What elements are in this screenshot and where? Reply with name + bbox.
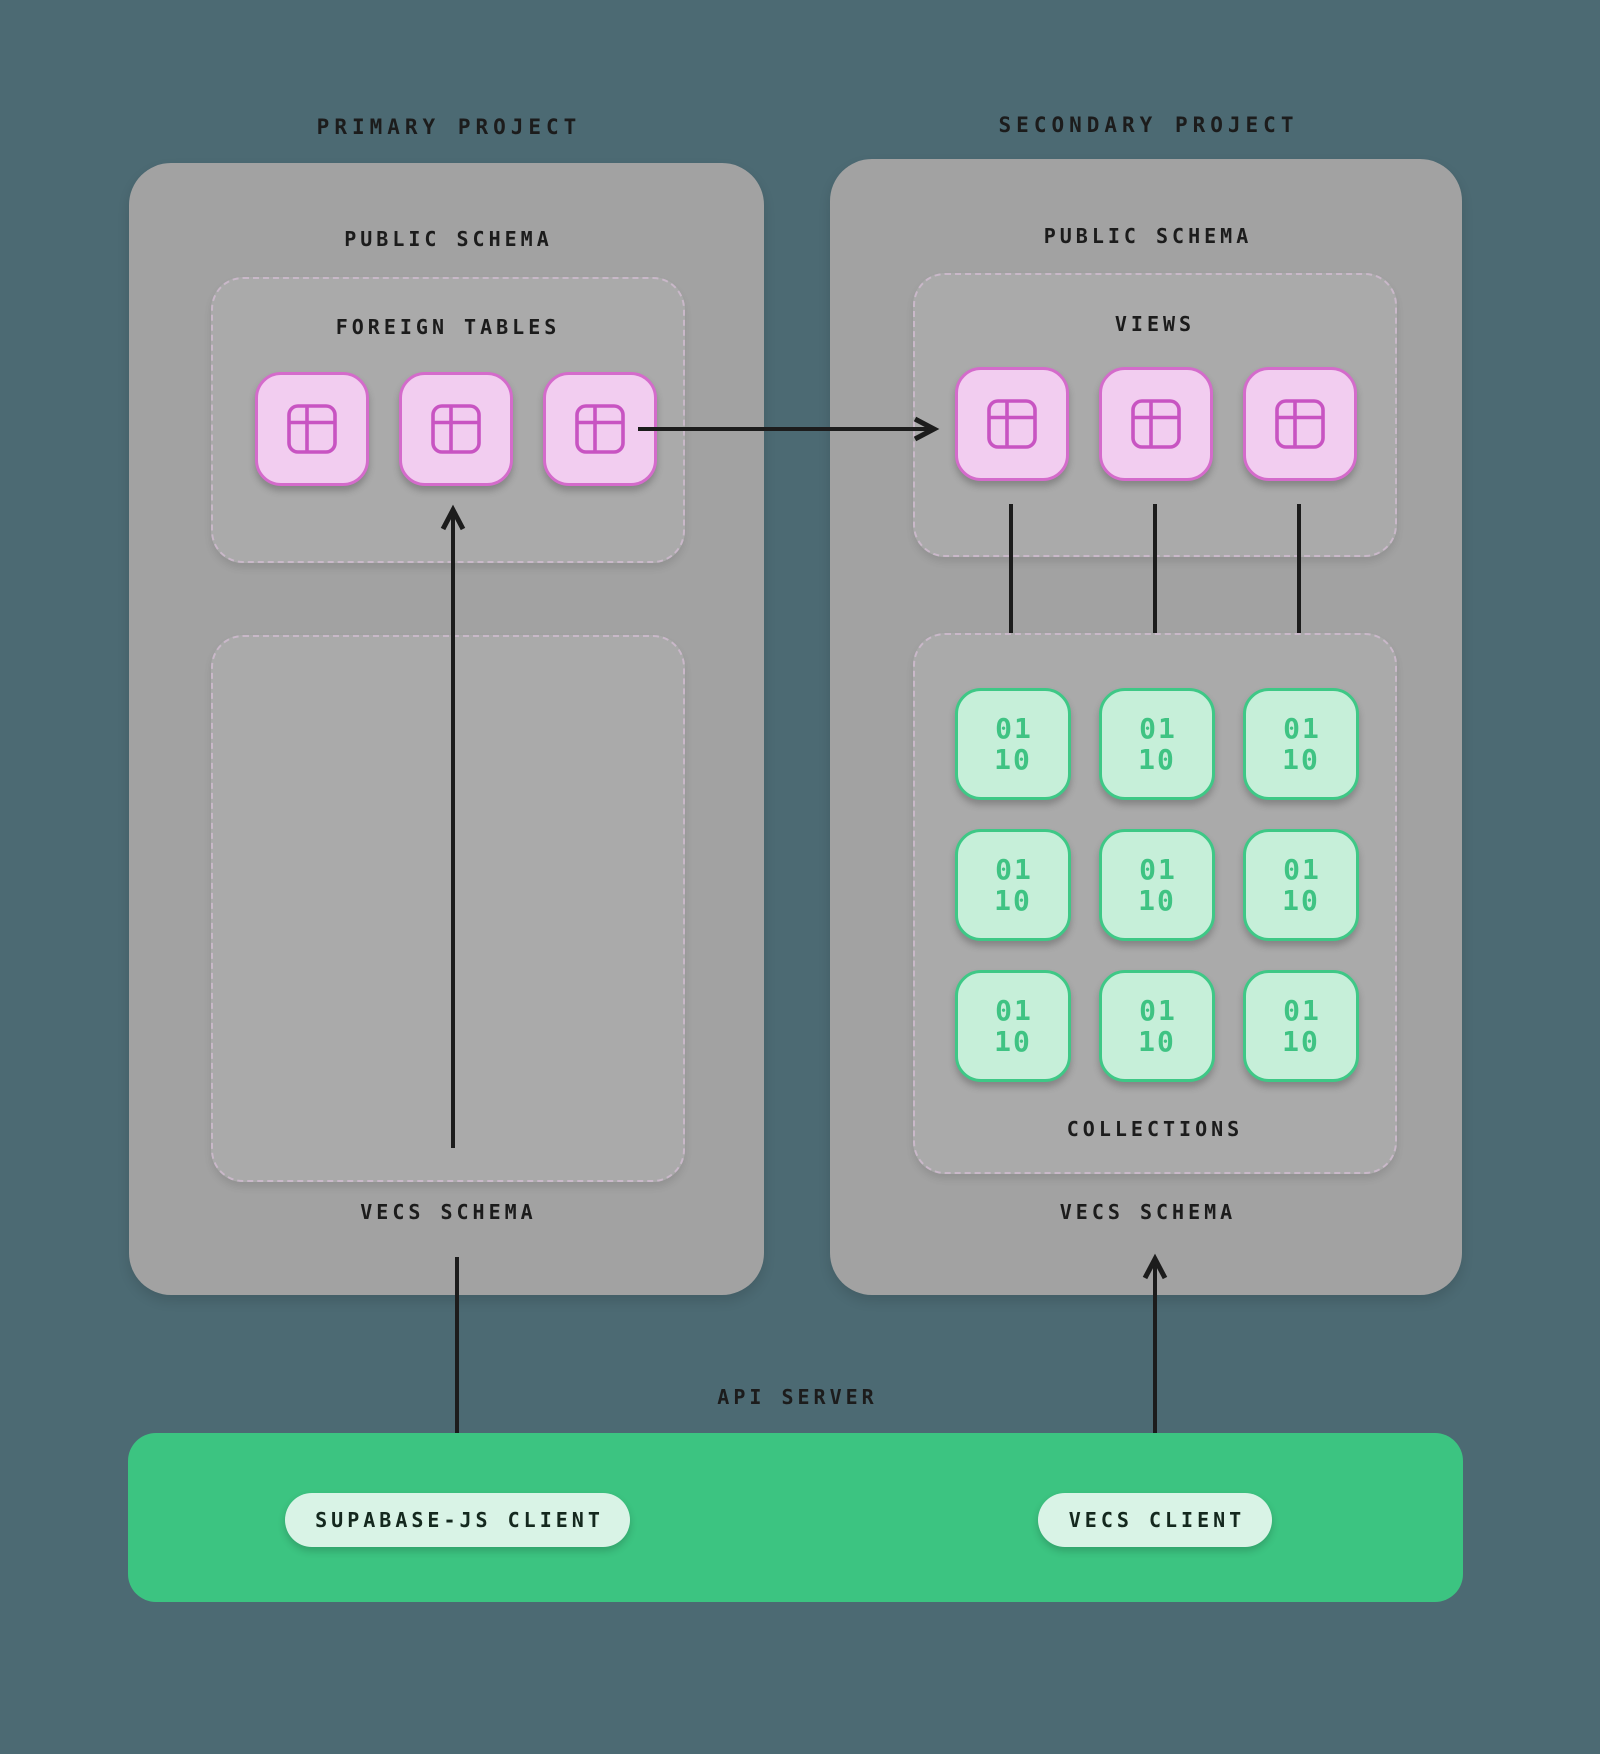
views-label: VIEWS <box>1114 312 1196 336</box>
collections-label: COLLECTIONS <box>1066 1117 1244 1141</box>
view-tile <box>1243 367 1357 481</box>
table-icon <box>287 404 337 454</box>
table-icon <box>575 404 625 454</box>
foreign-table-tile <box>399 372 513 486</box>
foreign-tables-label: FOREIGN TABLES <box>335 315 561 339</box>
supabase-js-client-pill: SUPABASE-JS CLIENT <box>285 1493 630 1547</box>
vecs-client-label: VECS CLIENT <box>1068 1508 1246 1532</box>
vecs-schema-label-secondary: VECS SCHEMA <box>1059 1200 1237 1224</box>
vecs-to-foreign-tables-arrow <box>440 504 466 1148</box>
table-icon <box>1131 399 1181 449</box>
table-icon <box>987 399 1037 449</box>
view-tile <box>1099 367 1213 481</box>
public-schema-label-secondary: PUBLIC SCHEMA <box>1043 224 1253 248</box>
foreign-tables-to-views-arrow <box>638 416 940 442</box>
vecs-client-pill: VECS CLIENT <box>1038 1493 1272 1547</box>
public-schema-label-primary: PUBLIC SCHEMA <box>344 227 553 251</box>
supabase-js-client-label: SUPABASE-JS CLIENT <box>315 1508 604 1532</box>
vecs-schema-label-primary: VECS SCHEMA <box>360 1200 537 1224</box>
vecs-schema-panel-primary <box>211 635 685 1182</box>
foreign-table-tile <box>255 372 369 486</box>
table-icon <box>431 404 481 454</box>
view-tile <box>955 367 1069 481</box>
primary-project-label: PRIMARY PROJECT <box>316 115 582 139</box>
api-server-label: API SERVER <box>717 1385 878 1409</box>
table-icon <box>1275 399 1325 449</box>
client-to-vecs-schema-connector <box>455 1257 459 1468</box>
secondary-project-label: SECONDARY PROJECT <box>998 113 1299 137</box>
